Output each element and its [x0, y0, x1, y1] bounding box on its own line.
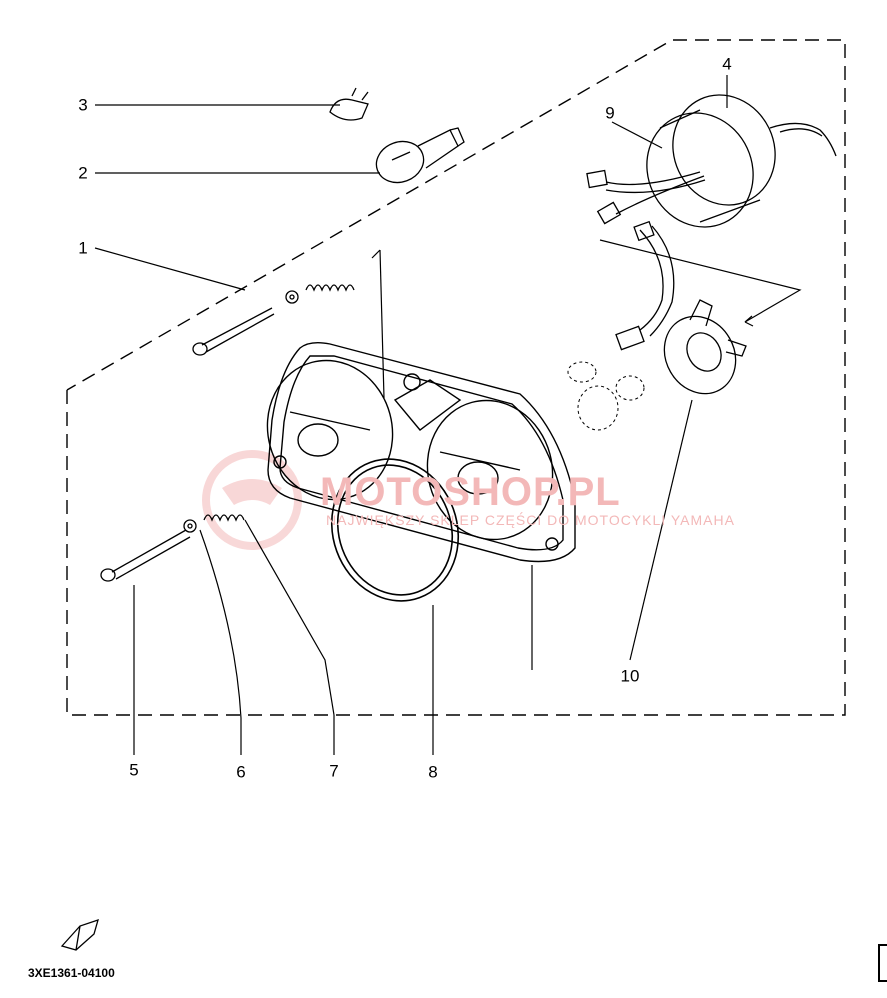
position-bulb-icon — [329, 87, 369, 121]
callout-8: 8 — [428, 762, 438, 782]
bulb-holder-ring — [663, 299, 747, 395]
callout-1: 1 — [78, 238, 88, 258]
callout-7: 7 — [329, 761, 339, 781]
watermark-subtitle: NAJWIĘKSZY SKLEP CZĘŚCI DO MOTOCYKLI YAM… — [326, 512, 735, 528]
drawing-code: 3XE1361-04100 — [28, 966, 115, 980]
bulb-socket-housing — [646, 94, 837, 228]
callout-5: 5 — [129, 760, 139, 780]
callout-6: 6 — [236, 762, 246, 782]
headlight-unit — [266, 341, 576, 563]
callout-2: 2 — [78, 163, 88, 183]
assembly-boundary — [66, 39, 846, 716]
leader-lines — [94, 75, 802, 755]
callout-10: 10 — [620, 666, 640, 686]
watermark-title: MOTOSHOP.PL — [320, 470, 621, 514]
upper-adjust-screw — [192, 284, 355, 356]
sealing-ring — [330, 458, 460, 602]
callout-4: 4 — [722, 54, 732, 74]
page-corner-bracket — [878, 944, 887, 982]
callout-3: 3 — [78, 95, 88, 115]
callout-9: 9 — [605, 103, 615, 123]
wire-harness — [586, 169, 706, 351]
headlight-bulb-icon — [375, 127, 465, 184]
phantom-bulb-outline — [567, 361, 645, 431]
lower-adjust-screw — [100, 514, 245, 582]
front-direction-arrow-icon — [60, 918, 99, 951]
